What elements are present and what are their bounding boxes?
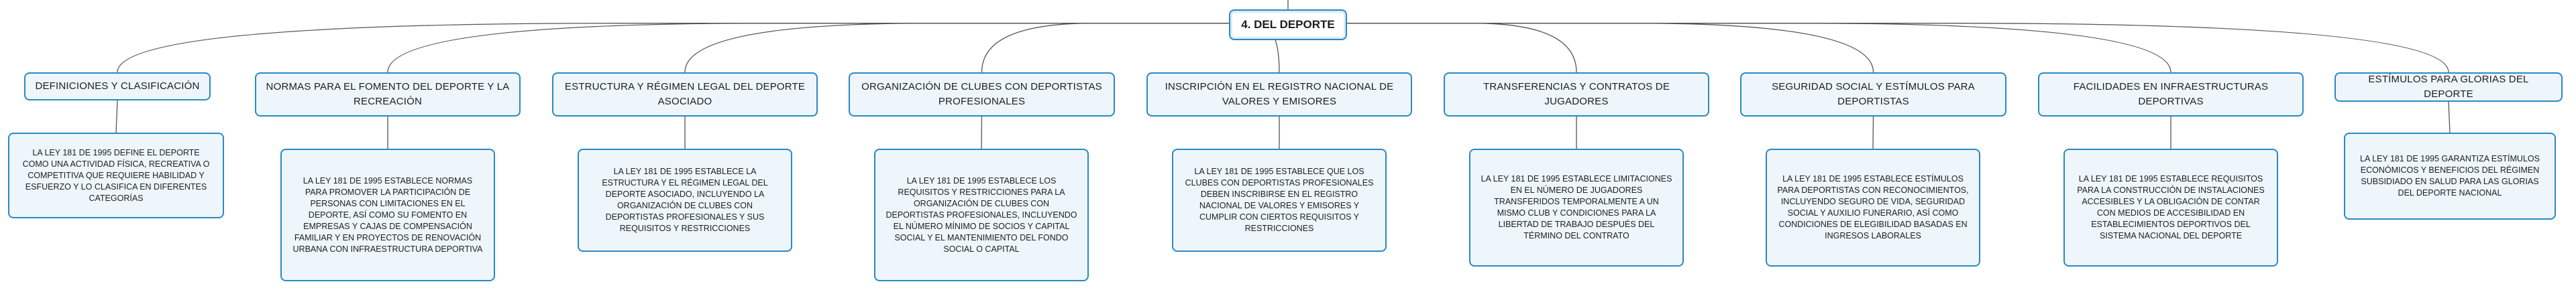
description-node-inscripcion-registro[interactable]: LA LEY 181 DE 1995 ESTABLECE QUE LOS CLU… bbox=[1172, 149, 1387, 252]
category-title: INSCRIPCIÓN EN EL REGISTRO NACIONAL DE V… bbox=[1165, 81, 1394, 107]
connector-root-to-category bbox=[684, 23, 1229, 73]
category-node-definiciones[interactable]: DEFINICIONES Y CLASIFICACIÓN bbox=[24, 72, 211, 100]
category-title: ESTRUCTURA Y RÉGIMEN LEGAL DEL DEPORTE A… bbox=[564, 81, 806, 107]
description-node-glorias-deporte[interactable]: LA LEY 181 DE 1995 GARANTIZA ESTÍMULOS E… bbox=[2344, 133, 2556, 220]
connector-root-to-category bbox=[1347, 23, 1874, 73]
connector-root-to-category bbox=[387, 23, 1229, 73]
category-node-organizacion-clubes[interactable]: ORGANIZACIÓN DE CLUBES CON DEPORTISTAS P… bbox=[849, 72, 1115, 117]
category-title: ORGANIZACIÓN DE CLUBES CON DEPORTISTAS P… bbox=[861, 81, 1102, 107]
description-text: LA LEY 181 DE 1995 GARANTIZA ESTÍMULOS E… bbox=[2360, 154, 2540, 198]
connector-category-to-description bbox=[1872, 116, 1874, 149]
category-node-glorias-deporte[interactable]: ESTÍMULOS PARA GLORIAS DEL DEPORTE bbox=[2334, 72, 2563, 102]
description-text: LA LEY 181 DE 1995 DEFINE EL DEPORTE COM… bbox=[22, 147, 210, 203]
description-text: LA LEY 181 DE 1995 ESTABLECE QUE LOS CLU… bbox=[1185, 167, 1374, 233]
category-title: NORMAS PARA EL FOMENTO DEL DEPORTE Y LA … bbox=[266, 81, 510, 107]
category-node-estructura-regimen[interactable]: ESTRUCTURA Y RÉGIMEN LEGAL DEL DEPORTE A… bbox=[552, 72, 818, 117]
category-node-facilidades-infraestructuras[interactable]: FACILIDADES EN INFRAESTRUCTURAS DEPORTIV… bbox=[2038, 72, 2304, 117]
description-text: LA LEY 181 DE 1995 ESTABLECE NORMAS PARA… bbox=[292, 175, 483, 254]
description-node-estructura-regimen[interactable]: LA LEY 181 DE 1995 ESTABLECE LA ESTRUCTU… bbox=[578, 149, 792, 252]
root-label: 4. DEL DEPORTE bbox=[1241, 18, 1335, 31]
root-node[interactable]: 4. DEL DEPORTE bbox=[1229, 9, 1347, 40]
description-text: LA LEY 181 DE 1995 ESTABLECE LA ESTRUCTU… bbox=[602, 167, 768, 233]
description-text: LA LEY 181 DE 1995 ESTABLECE LOS REQUISI… bbox=[885, 175, 1077, 254]
connector-category-to-description bbox=[115, 100, 118, 133]
category-node-seguridad-social[interactable]: SEGURIDAD SOCIAL Y ESTÍMULOS PARA DEPORT… bbox=[1740, 72, 2006, 117]
description-node-seguridad-social[interactable]: LA LEY 181 DE 1995 ESTABLECE ESTÍMULOS P… bbox=[1766, 149, 1980, 267]
description-node-definiciones[interactable]: LA LEY 181 DE 1995 DEFINE EL DEPORTE COM… bbox=[8, 133, 224, 218]
category-node-normas-fomento[interactable]: NORMAS PARA EL FOMENTO DEL DEPORTE Y LA … bbox=[255, 72, 521, 117]
category-title: DEFINICIONES Y CLASIFICACIÓN bbox=[35, 80, 200, 92]
connector-root-to-category bbox=[1347, 23, 2449, 73]
category-title: ESTÍMULOS PARA GLORIAS DEL DEPORTE bbox=[2368, 74, 2529, 100]
category-node-transferencias[interactable]: TRANSFERENCIAS Y CONTRATOS DE JUGADORES bbox=[1444, 72, 1709, 117]
connector-root-to-category bbox=[1347, 23, 2171, 73]
category-node-inscripcion-registro[interactable]: INSCRIPCIÓN EN EL REGISTRO NACIONAL DE V… bbox=[1146, 72, 1412, 117]
description-text: LA LEY 181 DE 1995 ESTABLECE LIMITACIONE… bbox=[1481, 174, 1672, 240]
connector-category-to-description bbox=[981, 116, 983, 149]
connector-root-to-category bbox=[117, 23, 1229, 73]
connector-root-to-category bbox=[1347, 23, 1577, 73]
description-text: LA LEY 181 DE 1995 ESTABLECE ESTÍMULOS P… bbox=[1777, 174, 1969, 240]
description-node-organizacion-clubes[interactable]: LA LEY 181 DE 1995 ESTABLECE LOS REQUISI… bbox=[874, 149, 1089, 281]
category-title: FACILIDADES EN INFRAESTRUCTURAS DEPORTIV… bbox=[2073, 81, 2269, 107]
description-text: LA LEY 181 DE 1995 ESTABLECE REQUISITOS … bbox=[2077, 174, 2265, 240]
description-node-facilidades-infraestructuras[interactable]: LA LEY 181 DE 1995 ESTABLECE REQUISITOS … bbox=[2063, 149, 2278, 267]
connector-root-to-category bbox=[981, 23, 1229, 73]
description-node-normas-fomento[interactable]: LA LEY 181 DE 1995 ESTABLECE NORMAS PARA… bbox=[280, 149, 495, 281]
description-node-transferencias[interactable]: LA LEY 181 DE 1995 ESTABLECE LIMITACIONE… bbox=[1469, 149, 1684, 267]
category-title: SEGURIDAD SOCIAL Y ESTÍMULOS PARA DEPORT… bbox=[1772, 81, 1975, 107]
connector-category-to-description bbox=[2448, 101, 2451, 133]
category-title: TRANSFERENCIAS Y CONTRATOS DE JUGADORES bbox=[1483, 81, 1670, 107]
